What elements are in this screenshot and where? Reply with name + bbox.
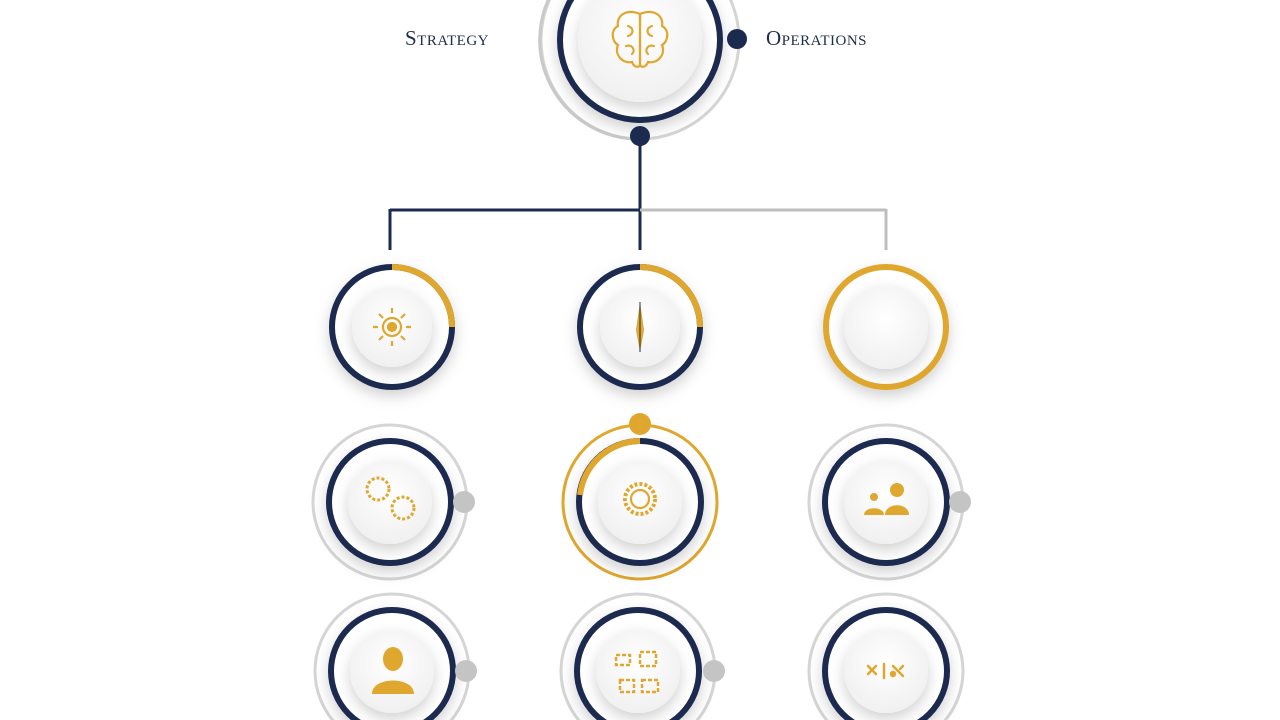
root-outer-arc [538, 0, 641, 141]
row3-left-side-dot [455, 660, 477, 682]
puzzle-icon [614, 650, 660, 694]
row3-center-inner-disc [596, 629, 680, 713]
root-right-dot [727, 29, 747, 49]
brain-icon [611, 10, 669, 68]
row3-right-outer-ring [807, 592, 965, 720]
child-right-node [823, 264, 949, 390]
gear-icon [623, 482, 657, 516]
row3-left-node [313, 592, 477, 720]
row2-left-node [311, 423, 475, 581]
row3-right-node [807, 592, 965, 720]
compass-needle-icon [636, 302, 644, 352]
row2-left-side-dot [453, 491, 475, 513]
row3-right-inner-disc [844, 629, 928, 713]
row2-left-inner-disc [348, 460, 432, 544]
team-icon [864, 483, 909, 515]
sun-gear-icon [373, 308, 411, 346]
row2-center-gold-arc [577, 438, 641, 496]
root-bottom-dot [630, 126, 650, 146]
row2-right-side-dot [949, 491, 971, 513]
child-center-node [577, 264, 703, 390]
child-right-inner-disc [844, 285, 928, 369]
child-center-gold-arc [639, 264, 703, 328]
child-left-gold-arc [391, 264, 455, 328]
tools-icon [866, 662, 905, 680]
row2-right-node [807, 423, 971, 581]
person-icon [372, 647, 414, 694]
root-node [538, 0, 747, 146]
gears-icon [365, 476, 416, 521]
row3-center-node [559, 592, 725, 720]
operations-label: Operations [766, 26, 868, 50]
row2-right-inner-disc [844, 460, 928, 544]
row2-center-inner-disc [598, 460, 682, 544]
row3-left-inner-disc [350, 629, 434, 713]
row2-center-node [561, 413, 719, 581]
row2-center-top-dot [629, 413, 651, 435]
child-left-node [329, 264, 455, 390]
connector-lines [388, 136, 888, 250]
strategy-label: Strategy [405, 26, 490, 50]
row3-center-side-dot [703, 660, 725, 682]
